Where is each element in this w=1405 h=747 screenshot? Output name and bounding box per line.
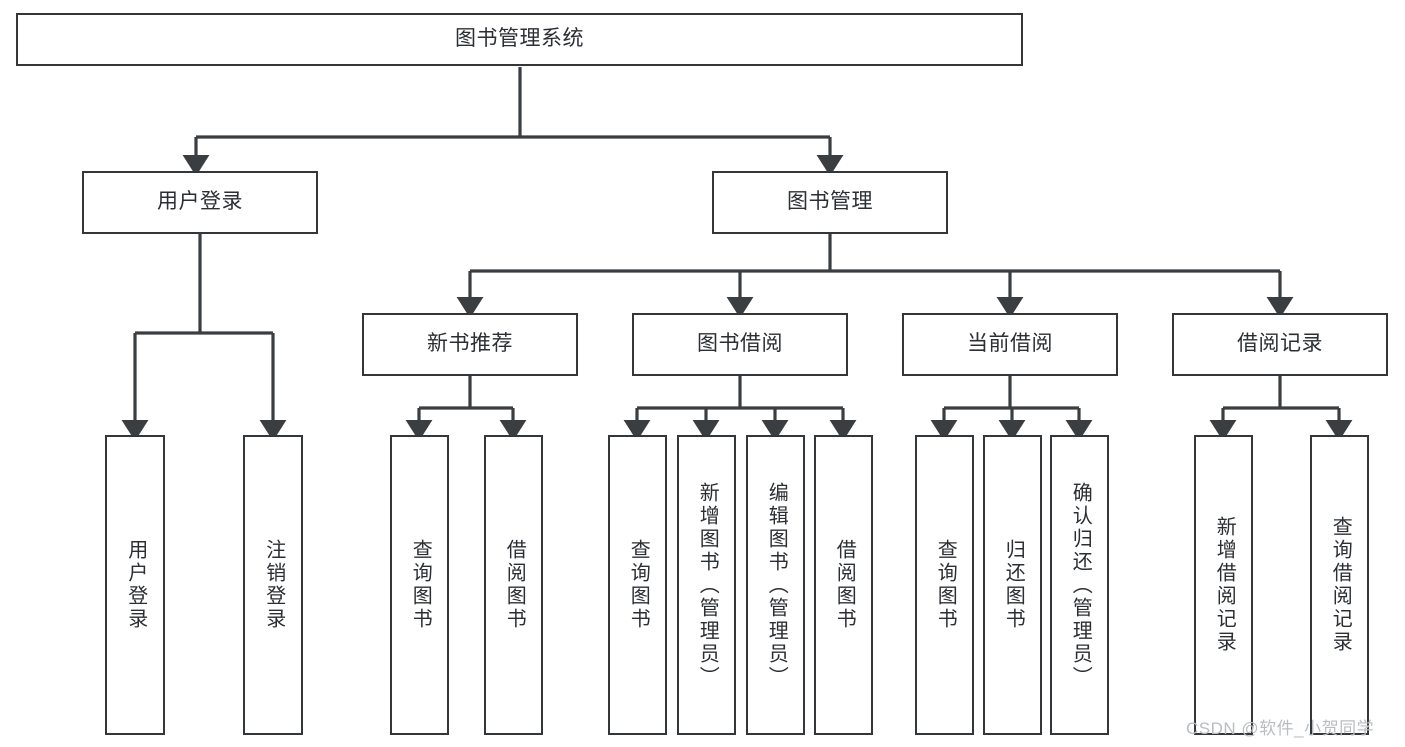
- node-leaf-13-label: 查询借阅记录: [1329, 516, 1352, 654]
- node-record-label: 借阅记录: [1237, 332, 1323, 356]
- node-leaf-1-label: 用户登录: [124, 539, 147, 631]
- node-leaf-6-label: 新增图书（管理员）: [696, 481, 719, 689]
- node-leaf-2-label: 注销登录: [262, 539, 285, 631]
- node-leaf-7-label: 编辑图书（管理员）: [765, 481, 788, 689]
- node-leaf-11[interactable]: 确认归还（管理员）: [1050, 435, 1109, 735]
- node-leaf-4-label: 借阅图书: [503, 539, 526, 631]
- node-leaf-2[interactable]: 注销登录: [243, 435, 303, 735]
- node-current[interactable]: 当前借阅: [902, 313, 1118, 376]
- node-leaf-13[interactable]: 查询借阅记录: [1310, 435, 1369, 735]
- node-current-label: 当前借阅: [967, 332, 1053, 356]
- node-leaf-5-label: 查询图书: [627, 539, 650, 631]
- node-leaf-10-label: 归还图书: [1002, 539, 1025, 631]
- node-leaf-3-label: 查询图书: [409, 539, 432, 631]
- node-leaf-3[interactable]: 查询图书: [390, 435, 449, 735]
- node-login[interactable]: 用户登录: [82, 171, 318, 234]
- node-newbook[interactable]: 新书推荐: [362, 313, 578, 376]
- node-leaf-11-label: 确认归还（管理员）: [1069, 481, 1092, 689]
- node-leaf-1[interactable]: 用户登录: [105, 435, 165, 735]
- node-borrow[interactable]: 图书借阅: [632, 313, 848, 376]
- node-leaf-5[interactable]: 查询图书: [608, 435, 667, 735]
- node-root[interactable]: 图书管理系统: [16, 13, 1023, 66]
- node-bookmgmt[interactable]: 图书管理: [712, 171, 948, 234]
- node-leaf-9[interactable]: 查询图书: [915, 435, 974, 735]
- node-leaf-10[interactable]: 归还图书: [983, 435, 1042, 735]
- node-bookmgmt-label: 图书管理: [787, 190, 873, 214]
- node-leaf-6[interactable]: 新增图书（管理员）: [677, 435, 736, 735]
- node-leaf-7[interactable]: 编辑图书（管理员）: [746, 435, 805, 735]
- node-newbook-label: 新书推荐: [427, 332, 513, 356]
- node-login-label: 用户登录: [157, 190, 243, 214]
- node-borrow-label: 图书借阅: [697, 332, 783, 356]
- node-leaf-12-label: 新增借阅记录: [1213, 516, 1236, 654]
- node-leaf-4[interactable]: 借阅图书: [484, 435, 543, 735]
- node-leaf-9-label: 查询图书: [934, 539, 957, 631]
- node-leaf-8-label: 借阅图书: [833, 539, 856, 631]
- node-root-label: 图书管理系统: [455, 27, 584, 51]
- node-leaf-8[interactable]: 借阅图书: [814, 435, 873, 735]
- node-leaf-12[interactable]: 新增借阅记录: [1194, 435, 1253, 735]
- node-record[interactable]: 借阅记录: [1172, 313, 1388, 376]
